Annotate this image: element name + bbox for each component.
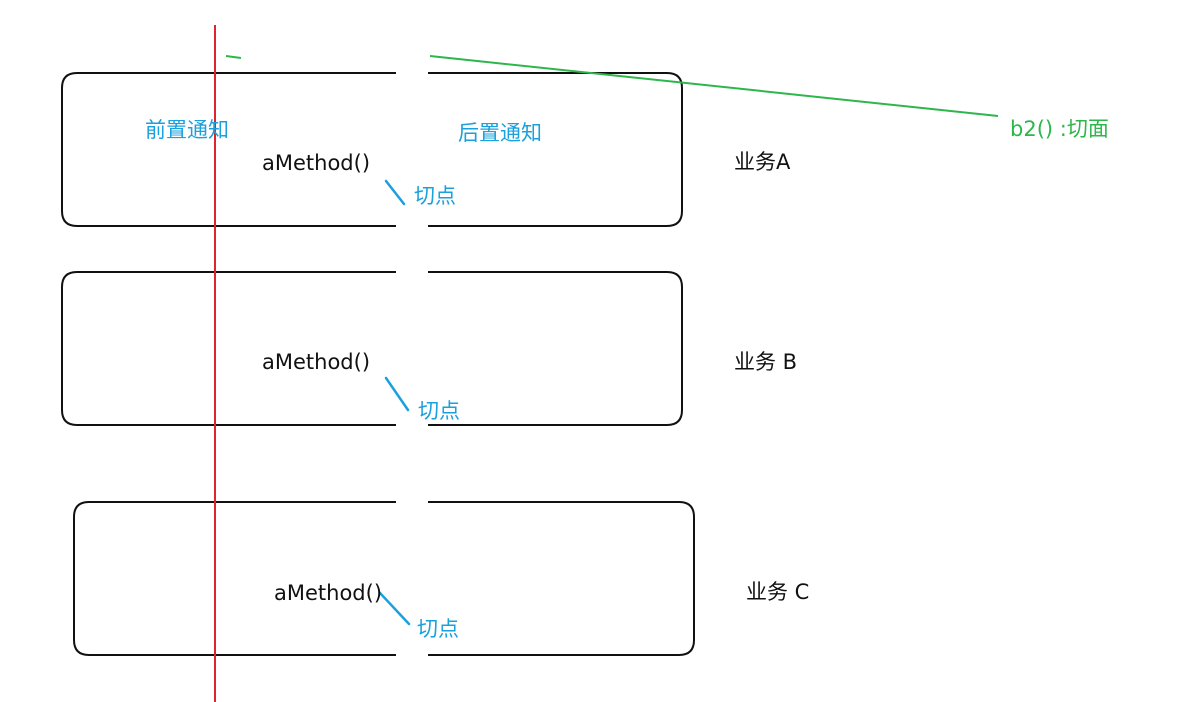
method-label-b: aMethod()	[262, 350, 371, 374]
aspect-line-start-tick	[225, 55, 242, 59]
method-label-c: aMethod()	[274, 581, 383, 605]
box-a-left	[61, 72, 396, 227]
method-label-a: aMethod()	[262, 151, 371, 175]
pointcut-connector-b	[384, 376, 410, 412]
after-advice-label: 后置通知	[458, 121, 542, 145]
pointcut-connector-c	[378, 591, 411, 626]
box-b-right	[428, 271, 683, 426]
business-label-b: 业务 B	[734, 350, 798, 374]
business-box-b	[61, 271, 683, 426]
business-box-c	[73, 501, 695, 656]
pointcut-label-c: 切点	[417, 617, 459, 641]
before-advice-label: 前置通知	[145, 118, 229, 142]
aspect-line	[429, 55, 999, 117]
box-c-right	[428, 501, 695, 656]
pointcut-label-b: 切点	[418, 399, 460, 423]
box-c-left	[73, 501, 396, 656]
pointcut-connector-a	[384, 179, 406, 206]
box-b-left	[61, 271, 396, 426]
business-label-a: 业务A	[734, 150, 791, 174]
aspect-label: b2() :切面	[1010, 117, 1109, 141]
business-label-c: 业务 C	[746, 580, 810, 604]
box-a-right	[428, 72, 683, 227]
business-box-a	[61, 72, 683, 227]
pointcut-label-a: 切点	[414, 184, 456, 208]
